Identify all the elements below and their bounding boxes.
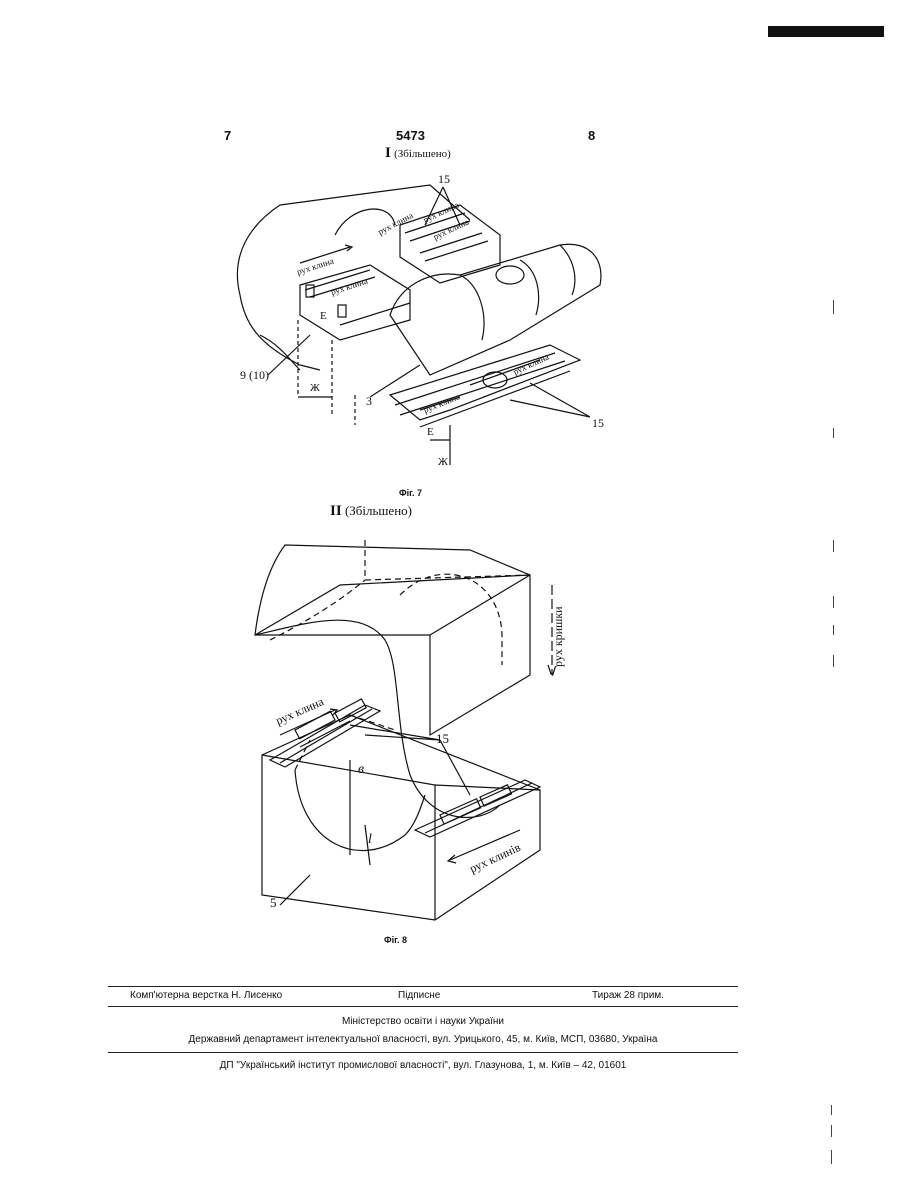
footer-rule-3: [108, 1052, 738, 1053]
fig7-wedge-motion-2: рух клина: [330, 276, 369, 297]
footer-rule-2: [108, 1006, 738, 1007]
scan-mark: [833, 540, 834, 552]
fig7-wedge-motion-3: рух клина: [376, 210, 414, 237]
fig7-ref15-bottom: 15: [592, 416, 604, 430]
fig7-leader-9-10: [268, 335, 310, 375]
fig7-left-block: [300, 265, 410, 340]
figure8-drawing: рух кришки рух клина рух клинів 15 5 в l: [240, 525, 600, 925]
fig7-break-lower: [260, 335, 300, 370]
scan-mark: [831, 1125, 832, 1137]
fig8-cover-motion: рух кришки: [551, 606, 565, 667]
fig8-cover-arch: [400, 574, 502, 665]
figure7-view-marker: I: [385, 145, 391, 161]
fig7-cylinder: [390, 244, 601, 375]
fig7-hole-lower: [483, 372, 507, 388]
figure8-heading: II (Збільшено): [330, 503, 412, 520]
scan-mark: [833, 625, 834, 635]
scan-edge-bar: [768, 26, 884, 37]
footer-typeset: Комп'ютерна верстка Н. Лисенко: [130, 990, 282, 1001]
page-number-right: 8: [588, 128, 595, 143]
fig8-wedge-motion-top: рух клина: [274, 694, 327, 728]
figure7-view-note: (Збільшено): [394, 148, 451, 160]
fig8-leader-15: [350, 725, 470, 795]
fig7-dim-e-right: Е: [427, 426, 434, 438]
figure7-caption: Фіг. 7: [399, 488, 422, 498]
patent-number: 5473: [396, 128, 425, 143]
fig7-leader-3: [370, 365, 420, 397]
footer-ministry: Міністерство освіти і науки України: [108, 1016, 738, 1027]
fig7-slot-b: [338, 305, 346, 317]
figure8-view-marker: II: [330, 503, 342, 519]
scan-mark: [831, 1105, 832, 1115]
fig7-hole-upper: [496, 266, 524, 284]
fig7-ref9-10: 9 (10): [240, 368, 269, 382]
fig8-leader-5: [280, 875, 310, 905]
fig8-ref15: 15: [436, 731, 449, 746]
footer-signed: Підписне: [398, 990, 440, 1001]
footer-institute: ДП "Український інститут промислової вла…: [108, 1060, 738, 1071]
figure7-drawing: 15 15 9 (10) 3 Е Ж Е Ж рух клина рух кли…: [220, 165, 620, 485]
figure8-view-note: (Збільшено): [345, 503, 412, 518]
scan-mark: [833, 655, 834, 667]
scan-mark: [833, 300, 834, 314]
fig7-wedge-motion-1: рух клина: [296, 256, 335, 277]
fig8-base-arch: [295, 770, 425, 851]
footer-department: Державний департамент інтелектуальної вл…: [108, 1034, 738, 1045]
fig7-dim-zh-right: Ж: [438, 456, 448, 468]
fig7-ref15-top: 15: [438, 172, 450, 186]
scan-mark: [831, 1150, 832, 1164]
footer-circulation: Тираж 28 прим.: [592, 990, 664, 1001]
fig7-leader-15-bottom: [510, 383, 590, 417]
fig7-slot-a: [306, 285, 314, 297]
page-number-left: 7: [224, 128, 231, 143]
fig8-dim-b: в: [358, 762, 364, 777]
figure7-heading: I (Збільшено): [385, 145, 451, 162]
fig8-wedge-motion-bottom: рух клинів: [467, 840, 523, 876]
fig7-dim-e-left: Е: [320, 310, 327, 322]
scan-mark: [833, 596, 834, 608]
fig7-body-break-outline: [237, 205, 320, 370]
footer-rule-1: [108, 986, 738, 987]
fig7-ref3: 3: [366, 394, 372, 408]
fig7-dim-zh-left: Ж: [310, 382, 320, 394]
scan-mark: [833, 428, 834, 438]
fig8-ref5: 5: [270, 895, 277, 910]
figure8-caption: Фіг. 8: [384, 935, 407, 945]
fig8-dim-l: l: [368, 832, 372, 847]
fig7-right-block: [400, 205, 500, 283]
